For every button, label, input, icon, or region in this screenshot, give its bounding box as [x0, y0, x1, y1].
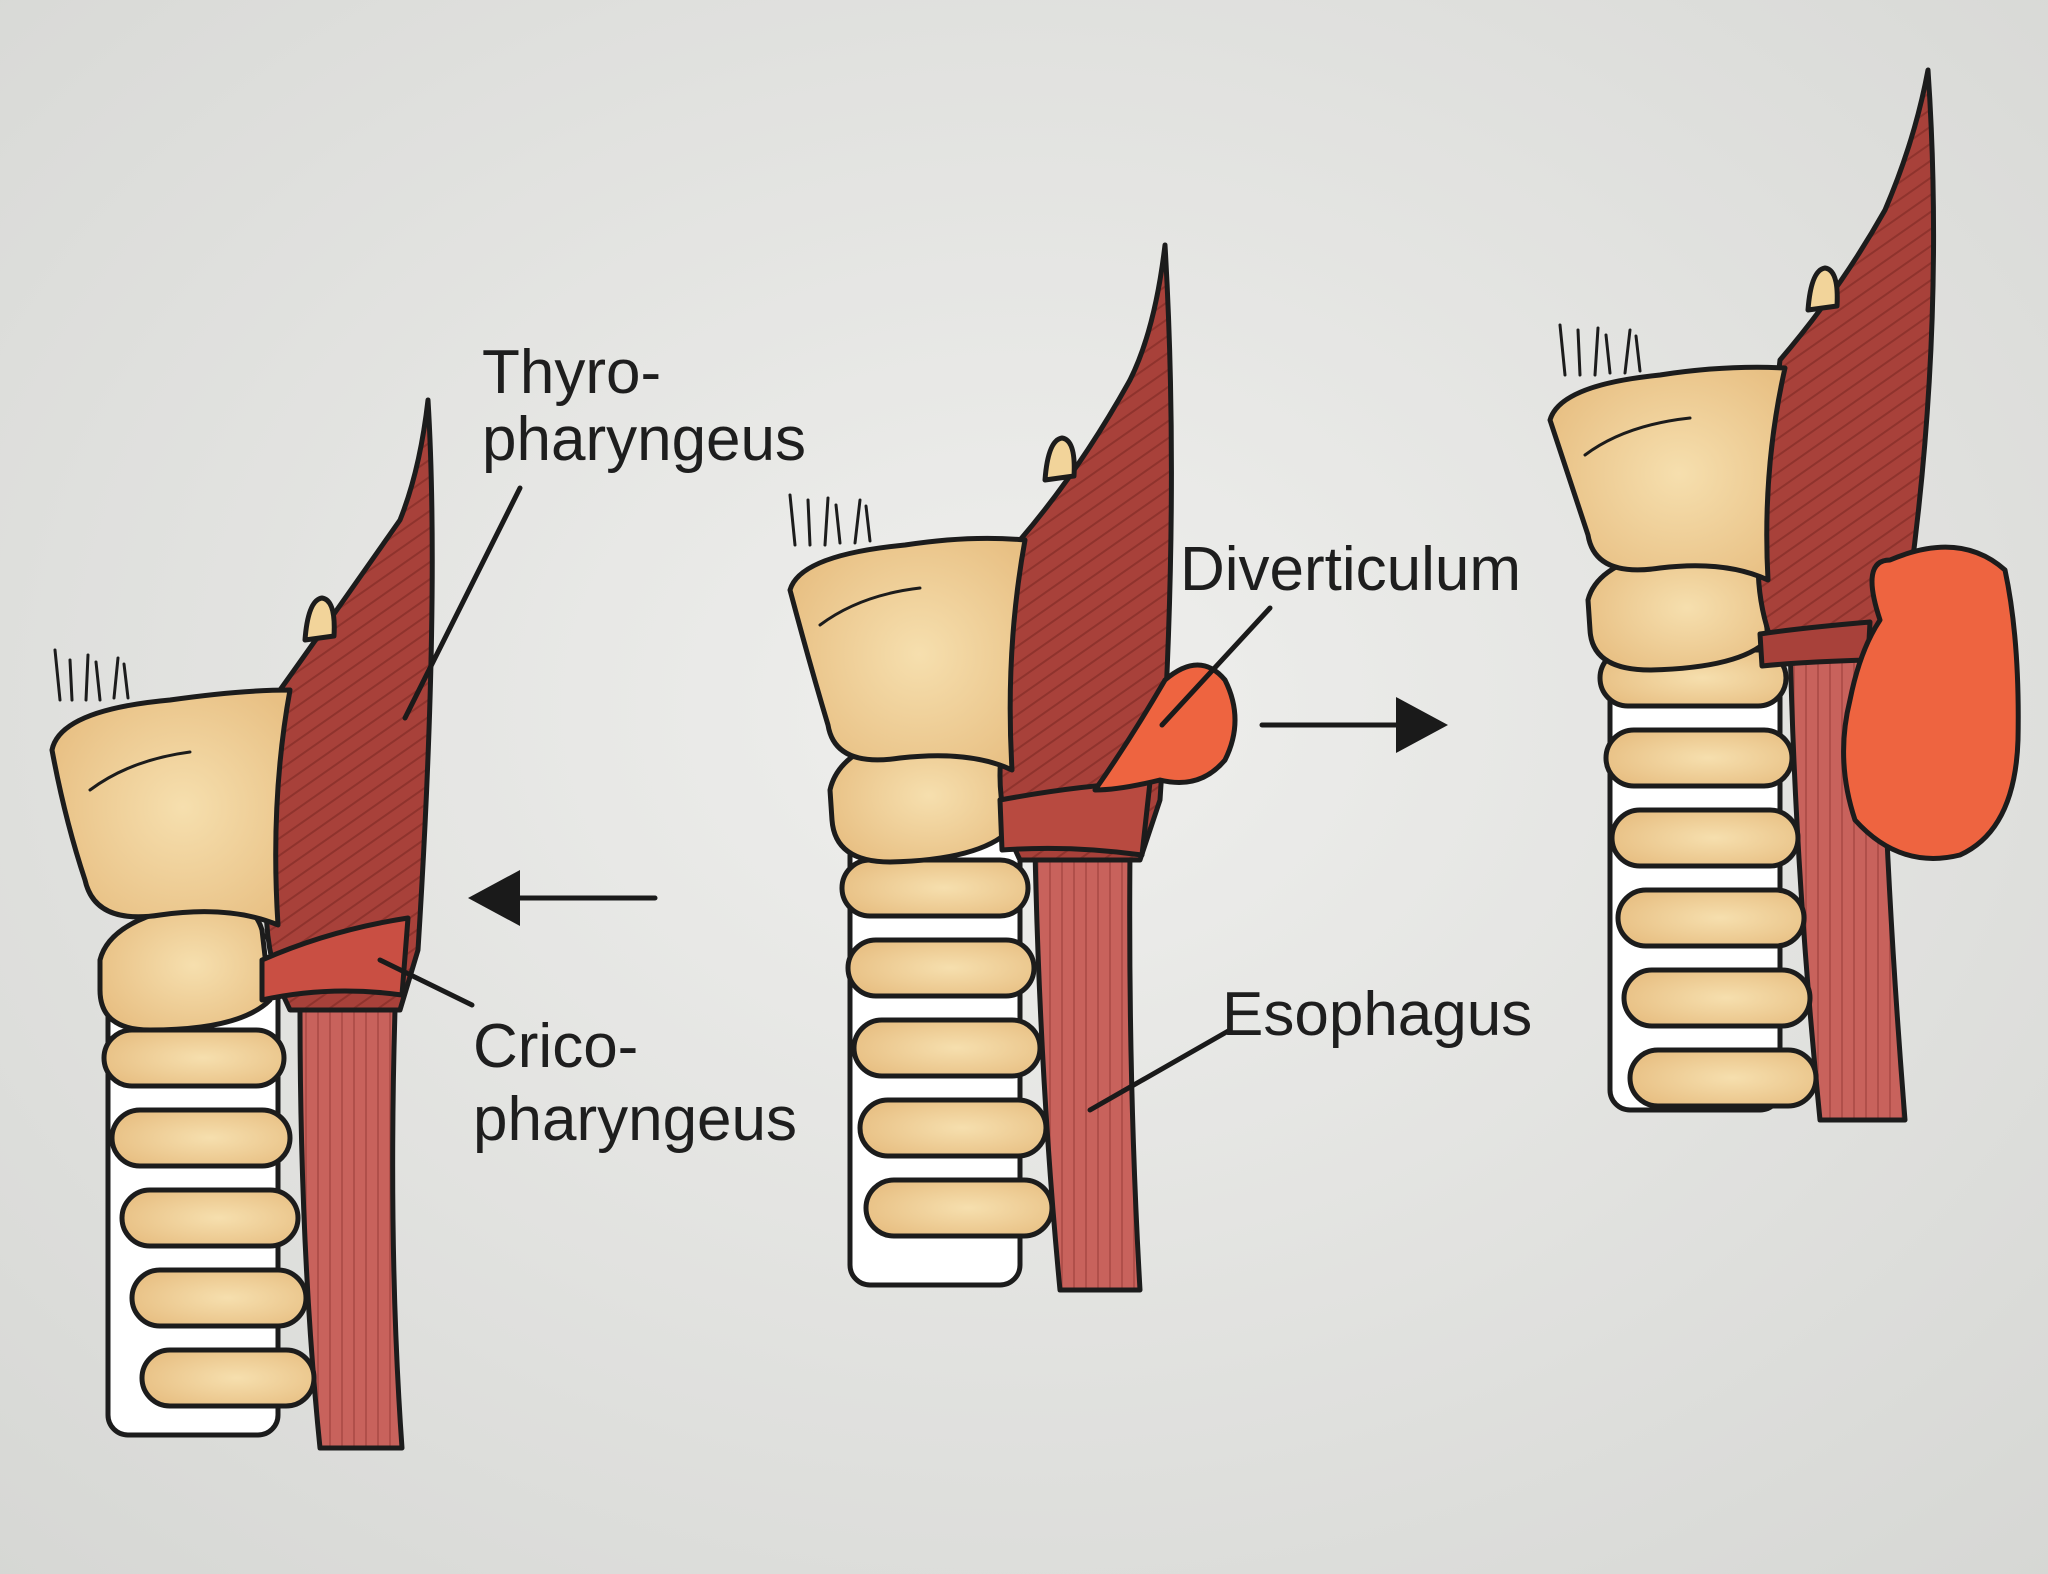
- tracheal-ring: [139, 1347, 317, 1409]
- arrow-left: [468, 870, 658, 926]
- tracheal-ring: [1603, 727, 1795, 789]
- fibers: [1558, 323, 1642, 377]
- esophagus-leader: [1087, 1027, 1233, 1113]
- thyropharyngeus-leader: [402, 485, 523, 721]
- tracheal-ring: [1609, 807, 1801, 869]
- figure-large-diverticulum: [1547, 67, 2021, 1123]
- tracheal-ring: [119, 1187, 301, 1249]
- superior-horn: [1042, 435, 1077, 483]
- figure-normal: [49, 397, 435, 1451]
- label-crico-line2: pharyngeus: [473, 1085, 797, 1154]
- label-esophagus: Esophagus: [1222, 980, 1532, 1049]
- tracheal-ring: [109, 1107, 293, 1169]
- superior-horn: [302, 595, 337, 643]
- tracheal-ring: [1615, 887, 1807, 949]
- diverticulum-small: [1092, 662, 1238, 793]
- cricopharyngeus-leader: [377, 957, 475, 1008]
- tracheal-ring: [863, 1177, 1055, 1239]
- figure-early-diverticulum: [787, 242, 1238, 1293]
- tracheal-ring: [101, 1027, 287, 1089]
- cricopharyngeus-band: [997, 779, 1153, 858]
- tracheal-ring: [839, 857, 1031, 919]
- thyroid-cartilage: [1547, 364, 1788, 583]
- arrow-right: [1259, 697, 1448, 753]
- trachea-rings: [839, 772, 1055, 1288]
- thyroid-cartilage: [49, 687, 293, 928]
- label-crico-line1: Crico-: [473, 1012, 638, 1081]
- label-diverticulum: Diverticulum: [1180, 535, 1521, 604]
- superior-horn: [1805, 265, 1840, 313]
- tracheal-ring: [845, 937, 1037, 999]
- diverticulum-large: [1841, 544, 2021, 861]
- cricopharyngeus-band: [259, 915, 411, 1003]
- tracheal-ring: [1627, 1047, 1819, 1109]
- tracheal-ring: [129, 1267, 309, 1329]
- label-thyro-line1: Thyro-: [482, 338, 661, 407]
- tracheal-ring: [851, 1017, 1043, 1079]
- fibers: [53, 648, 130, 702]
- thyroid-cartilage: [787, 535, 1028, 773]
- fibers: [788, 493, 872, 547]
- esophagus-tube: [1032, 847, 1143, 1293]
- tracheal-ring: [857, 1097, 1049, 1159]
- diverticulum-leader: [1159, 605, 1273, 728]
- esophagus-tube: [297, 1007, 405, 1451]
- label-thyro-line2: pharyngeus: [482, 405, 806, 474]
- tracheal-ring: [1621, 967, 1813, 1029]
